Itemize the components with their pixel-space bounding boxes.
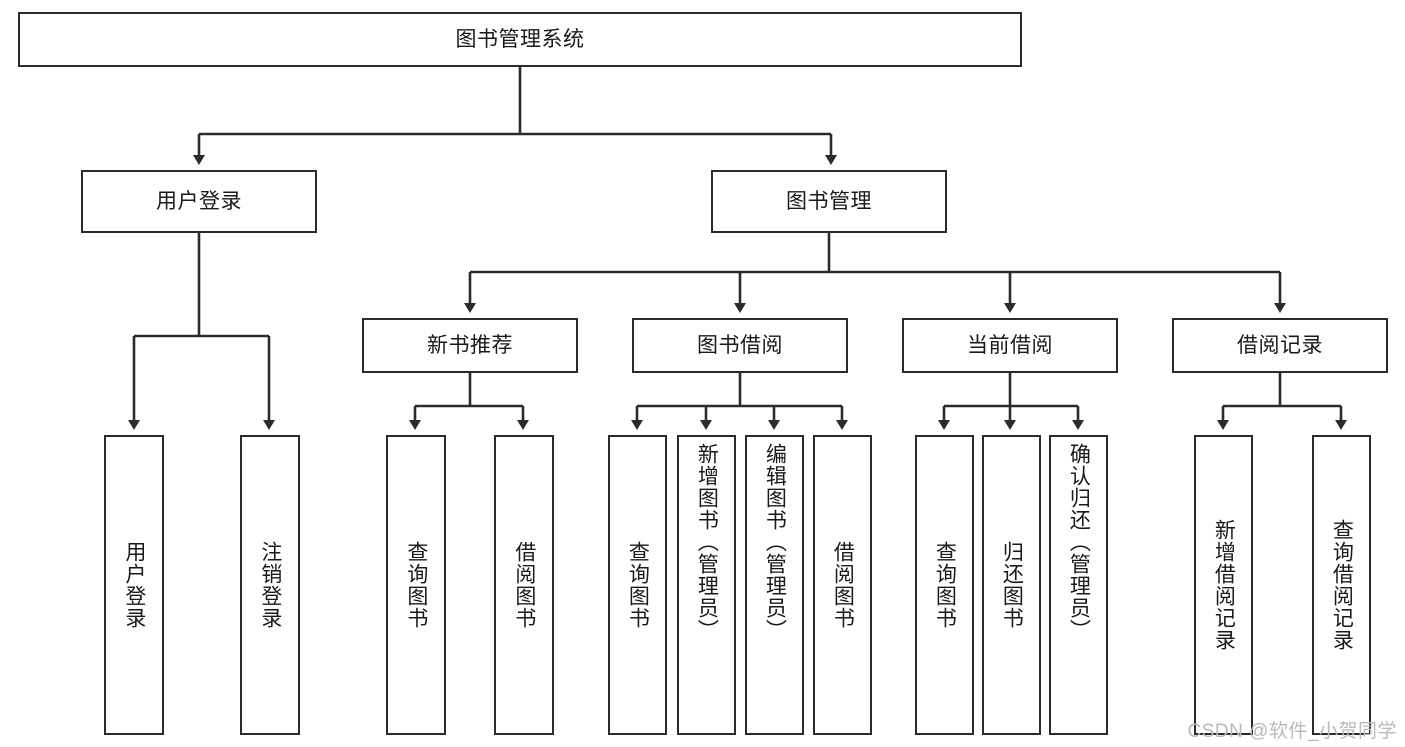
node-new-book-recommend[interactable]: 新书推荐 <box>362 318 578 373</box>
node-book-management-label: 图书管理 <box>786 189 872 213</box>
leaf-borrow-record-add-label: 新增借阅记录 <box>1212 519 1236 651</box>
leaf-book-borrow-query-label: 查询图书 <box>626 541 650 629</box>
node-borrow-record[interactable]: 借阅记录 <box>1172 318 1388 373</box>
leaf-user-login-login[interactable]: 用户登录 <box>104 435 164 735</box>
leaf-user-login-logout-label: 注销登录 <box>258 541 282 629</box>
leaf-borrow-record-query[interactable]: 查询借阅记录 <box>1312 435 1371 735</box>
leaf-new-book-query-label: 查询图书 <box>404 541 428 629</box>
leaf-new-book-query[interactable]: 查询图书 <box>386 435 446 735</box>
leaf-book-borrow-edit-label: 编辑图书（管理员） <box>763 443 787 641</box>
node-current-borrow-label: 当前借阅 <box>967 333 1053 357</box>
leaf-current-borrow-confirm[interactable]: 确认归还（管理员） <box>1049 435 1108 735</box>
node-user-login-label: 用户登录 <box>156 189 242 213</box>
node-root-label: 图书管理系统 <box>455 27 585 51</box>
node-book-borrow-label: 图书借阅 <box>697 333 783 357</box>
node-book-borrow[interactable]: 图书借阅 <box>632 318 848 373</box>
node-book-management[interactable]: 图书管理 <box>711 170 947 233</box>
leaf-current-borrow-query-label: 查询图书 <box>933 541 957 629</box>
leaf-book-borrow-borrow[interactable]: 借阅图书 <box>813 435 872 735</box>
leaf-borrow-record-add[interactable]: 新增借阅记录 <box>1194 435 1253 735</box>
leaf-book-borrow-borrow-label: 借阅图书 <box>831 541 855 629</box>
leaf-current-borrow-return[interactable]: 归还图书 <box>982 435 1041 735</box>
leaf-book-borrow-edit[interactable]: 编辑图书（管理员） <box>745 435 804 735</box>
leaf-user-login-logout[interactable]: 注销登录 <box>240 435 300 735</box>
leaf-borrow-record-query-label: 查询借阅记录 <box>1330 519 1354 651</box>
node-current-borrow[interactable]: 当前借阅 <box>902 318 1118 373</box>
leaf-new-book-borrow-label: 借阅图书 <box>512 541 536 629</box>
leaf-book-borrow-add-label: 新增图书（管理员） <box>695 443 719 641</box>
leaf-current-borrow-query[interactable]: 查询图书 <box>915 435 974 735</box>
leaf-user-login-login-label: 用户登录 <box>122 541 146 629</box>
leaf-new-book-borrow[interactable]: 借阅图书 <box>494 435 554 735</box>
leaf-current-borrow-confirm-label: 确认归还（管理员） <box>1067 443 1091 641</box>
leaf-book-borrow-add[interactable]: 新增图书（管理员） <box>677 435 736 735</box>
leaf-book-borrow-query[interactable]: 查询图书 <box>608 435 667 735</box>
node-root-book-management-system[interactable]: 图书管理系统 <box>18 12 1022 67</box>
node-user-login[interactable]: 用户登录 <box>81 170 317 233</box>
node-borrow-record-label: 借阅记录 <box>1237 333 1323 357</box>
node-new-book-recommend-label: 新书推荐 <box>427 333 513 357</box>
leaf-current-borrow-return-label: 归还图书 <box>1000 541 1024 629</box>
